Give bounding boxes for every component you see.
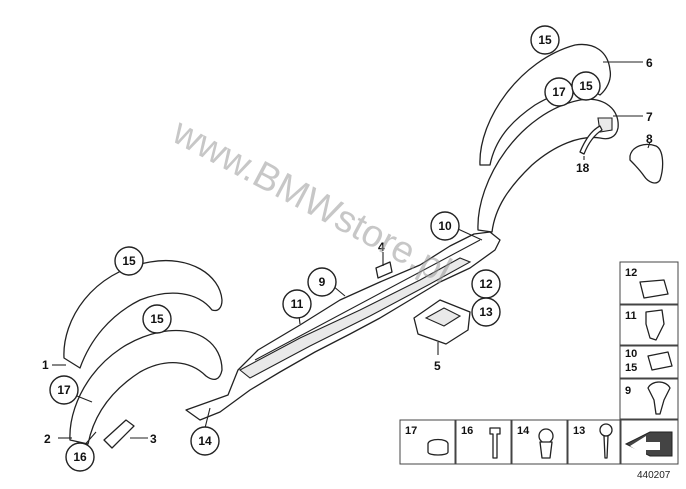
svg-text:10: 10 (625, 348, 637, 360)
leader-14 (204, 407, 211, 429)
side-sill-panel (185, 231, 501, 421)
callout-16: 16 (65, 442, 95, 472)
svg-text:17: 17 (552, 85, 566, 99)
svg-text:16: 16 (461, 425, 473, 437)
clip-icon (647, 351, 673, 371)
svg-text:13: 13 (479, 305, 493, 319)
legend-right: 12 11 10 15 9 (619, 261, 679, 420)
leader-10 (457, 228, 483, 241)
screw-icon (489, 427, 501, 459)
callout-15-mid-top: 15 (571, 71, 601, 101)
callout-17-left: 17 (49, 375, 79, 405)
grommet-icon (427, 438, 449, 456)
svg-text:12: 12 (625, 267, 637, 279)
label-7: 7 (646, 110, 653, 124)
label-18: 18 (576, 161, 590, 175)
expanding-nut-icon (538, 428, 554, 444)
self-tapping-screw-icon (599, 423, 613, 437)
label-4: 4 (378, 240, 385, 254)
label-6: 6 (646, 56, 653, 70)
svg-text:9: 9 (319, 275, 326, 289)
svg-text:14: 14 (198, 434, 212, 448)
callout-10: 10 (430, 211, 460, 241)
bracket-3 (103, 419, 148, 449)
nut-clip-icon (639, 279, 669, 299)
svg-text:12: 12 (479, 277, 493, 291)
wheel-arch-trim-1 (52, 260, 223, 369)
legend-bottom: 17 16 14 13 (399, 419, 679, 465)
jack-pad-5 (413, 299, 471, 355)
svg-text:15: 15 (625, 362, 637, 374)
expanding-rivet-icon (647, 381, 671, 415)
label-5: 5 (434, 359, 441, 373)
callout-9: 9 (307, 267, 337, 297)
callout-17-top: 17 (544, 77, 574, 107)
svg-text:11: 11 (291, 297, 304, 311)
callout-11: 11 (282, 289, 312, 319)
svg-text:17: 17 (405, 425, 417, 437)
svg-text:15: 15 (579, 79, 593, 93)
callout-15-left-top: 15 (114, 246, 144, 276)
label-8: 8 (646, 132, 653, 146)
reference-number: 440207 (637, 470, 671, 481)
label-3: 3 (150, 432, 157, 446)
svg-text:17: 17 (57, 383, 71, 397)
callout-15-top: 15 (530, 25, 560, 55)
label-2: 2 (44, 432, 51, 446)
svg-text:13: 13 (573, 425, 585, 437)
callout-15-left-mid: 15 (142, 304, 172, 334)
label-1: 1 (42, 358, 49, 372)
svg-text:9: 9 (625, 385, 631, 397)
callout-14: 14 (190, 426, 220, 456)
watermark-text: www.BMWstore.pl (165, 110, 458, 292)
svg-text:11: 11 (625, 310, 637, 322)
svg-text:14: 14 (517, 425, 530, 437)
svg-text:15: 15 (150, 312, 164, 326)
svg-text:15: 15 (122, 254, 136, 268)
seal-18 (579, 125, 603, 160)
bracket-8 (629, 141, 664, 184)
svg-text:16: 16 (73, 450, 87, 464)
leader-17-left (76, 395, 93, 403)
callout-12: 12 (471, 269, 501, 299)
svg-text:15: 15 (538, 33, 552, 47)
wheel-arch-trim-2 (58, 330, 223, 445)
svg-text:10: 10 (438, 219, 452, 233)
callout-13: 13 (471, 297, 501, 327)
push-rivet-icon (645, 309, 665, 341)
